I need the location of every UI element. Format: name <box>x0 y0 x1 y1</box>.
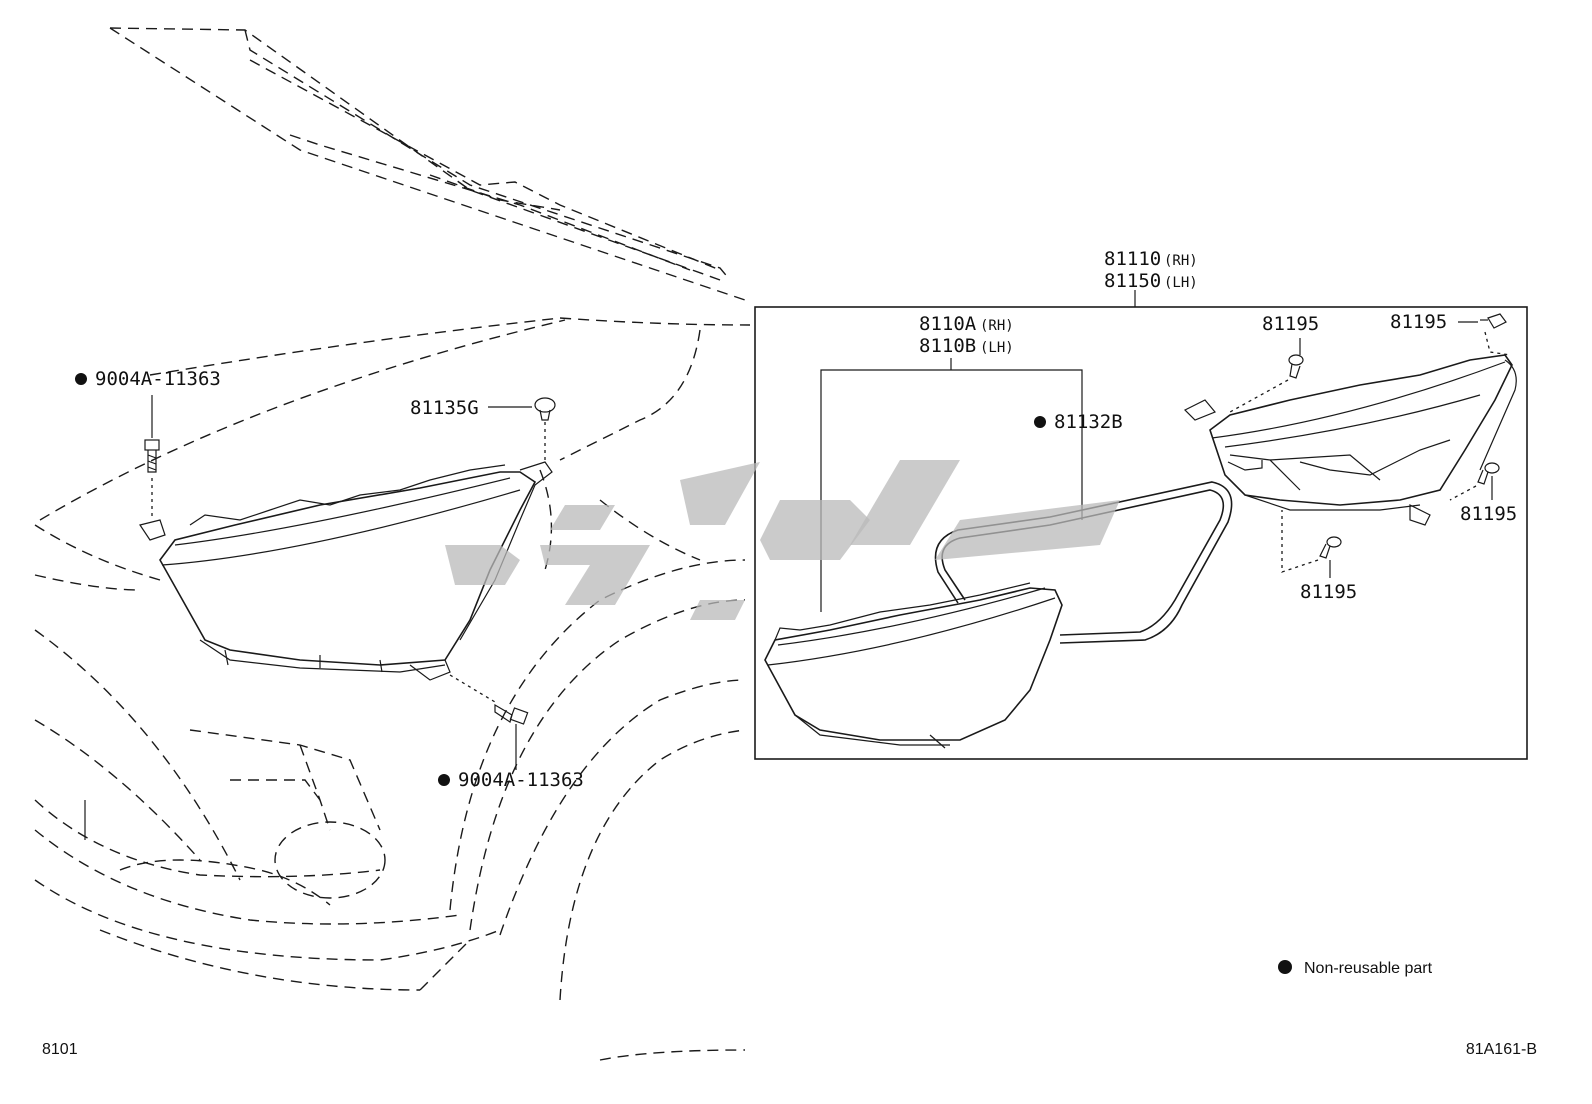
watermark-logo <box>445 460 1120 620</box>
non-reusable-marker-icon <box>438 774 450 786</box>
screw-2-icon <box>1480 313 1507 329</box>
clip-icon <box>534 397 556 421</box>
legend-marker-icon <box>1278 960 1292 974</box>
legend-text: Non-reusable part <box>1304 960 1433 977</box>
label-assy-lh: 81150 <box>1104 270 1161 292</box>
label-assy-rh: 81110 <box>1104 248 1161 270</box>
label-screw-2: 81195 <box>1390 311 1447 333</box>
vehicle-outline <box>34 27 751 1061</box>
screw-1-icon <box>1288 354 1304 379</box>
label-unit-lh-side: (LH) <box>980 340 1014 356</box>
headlamp-installed <box>139 395 556 770</box>
assembly-box <box>754 290 1528 760</box>
label-clip: 81135G <box>410 397 479 419</box>
non-reusable-marker-icon <box>1034 416 1046 428</box>
label-screw-1: 81195 <box>1262 313 1319 335</box>
headlamp-unit <box>764 582 1063 749</box>
footer-left-code: 8101 <box>42 1041 78 1058</box>
label-gasket: 81132B <box>1054 411 1123 433</box>
legend: Non-reusable part <box>1278 960 1433 977</box>
non-reusable-marker-icon <box>75 373 87 385</box>
screw-3-icon <box>1477 462 1500 485</box>
bolt-lower-icon <box>494 703 529 725</box>
footer-right-code: 81A161-B <box>1466 1041 1537 1058</box>
label-assy-rh-side: (RH) <box>1164 253 1198 269</box>
label-assy-lh-side: (LH) <box>1164 275 1198 291</box>
label-bolt-upper: 9004A-11363 <box>95 368 221 390</box>
part-labels: 9004A-11363 81135G 9004A-11363 81110 (RH… <box>75 248 1517 791</box>
label-bolt-lower: 9004A-11363 <box>458 769 584 791</box>
screws <box>1229 313 1511 578</box>
screw-4-icon <box>1319 536 1342 559</box>
label-unit-lh: 8110B <box>919 335 976 357</box>
headlamp-exploded <box>1183 354 1517 526</box>
label-screw-4: 81195 <box>1300 581 1357 603</box>
label-unit-rh: 8110A <box>919 313 977 335</box>
bolt-upper-icon <box>144 439 160 473</box>
label-screw-3: 81195 <box>1460 503 1517 525</box>
label-unit-rh-side: (RH) <box>980 318 1014 334</box>
